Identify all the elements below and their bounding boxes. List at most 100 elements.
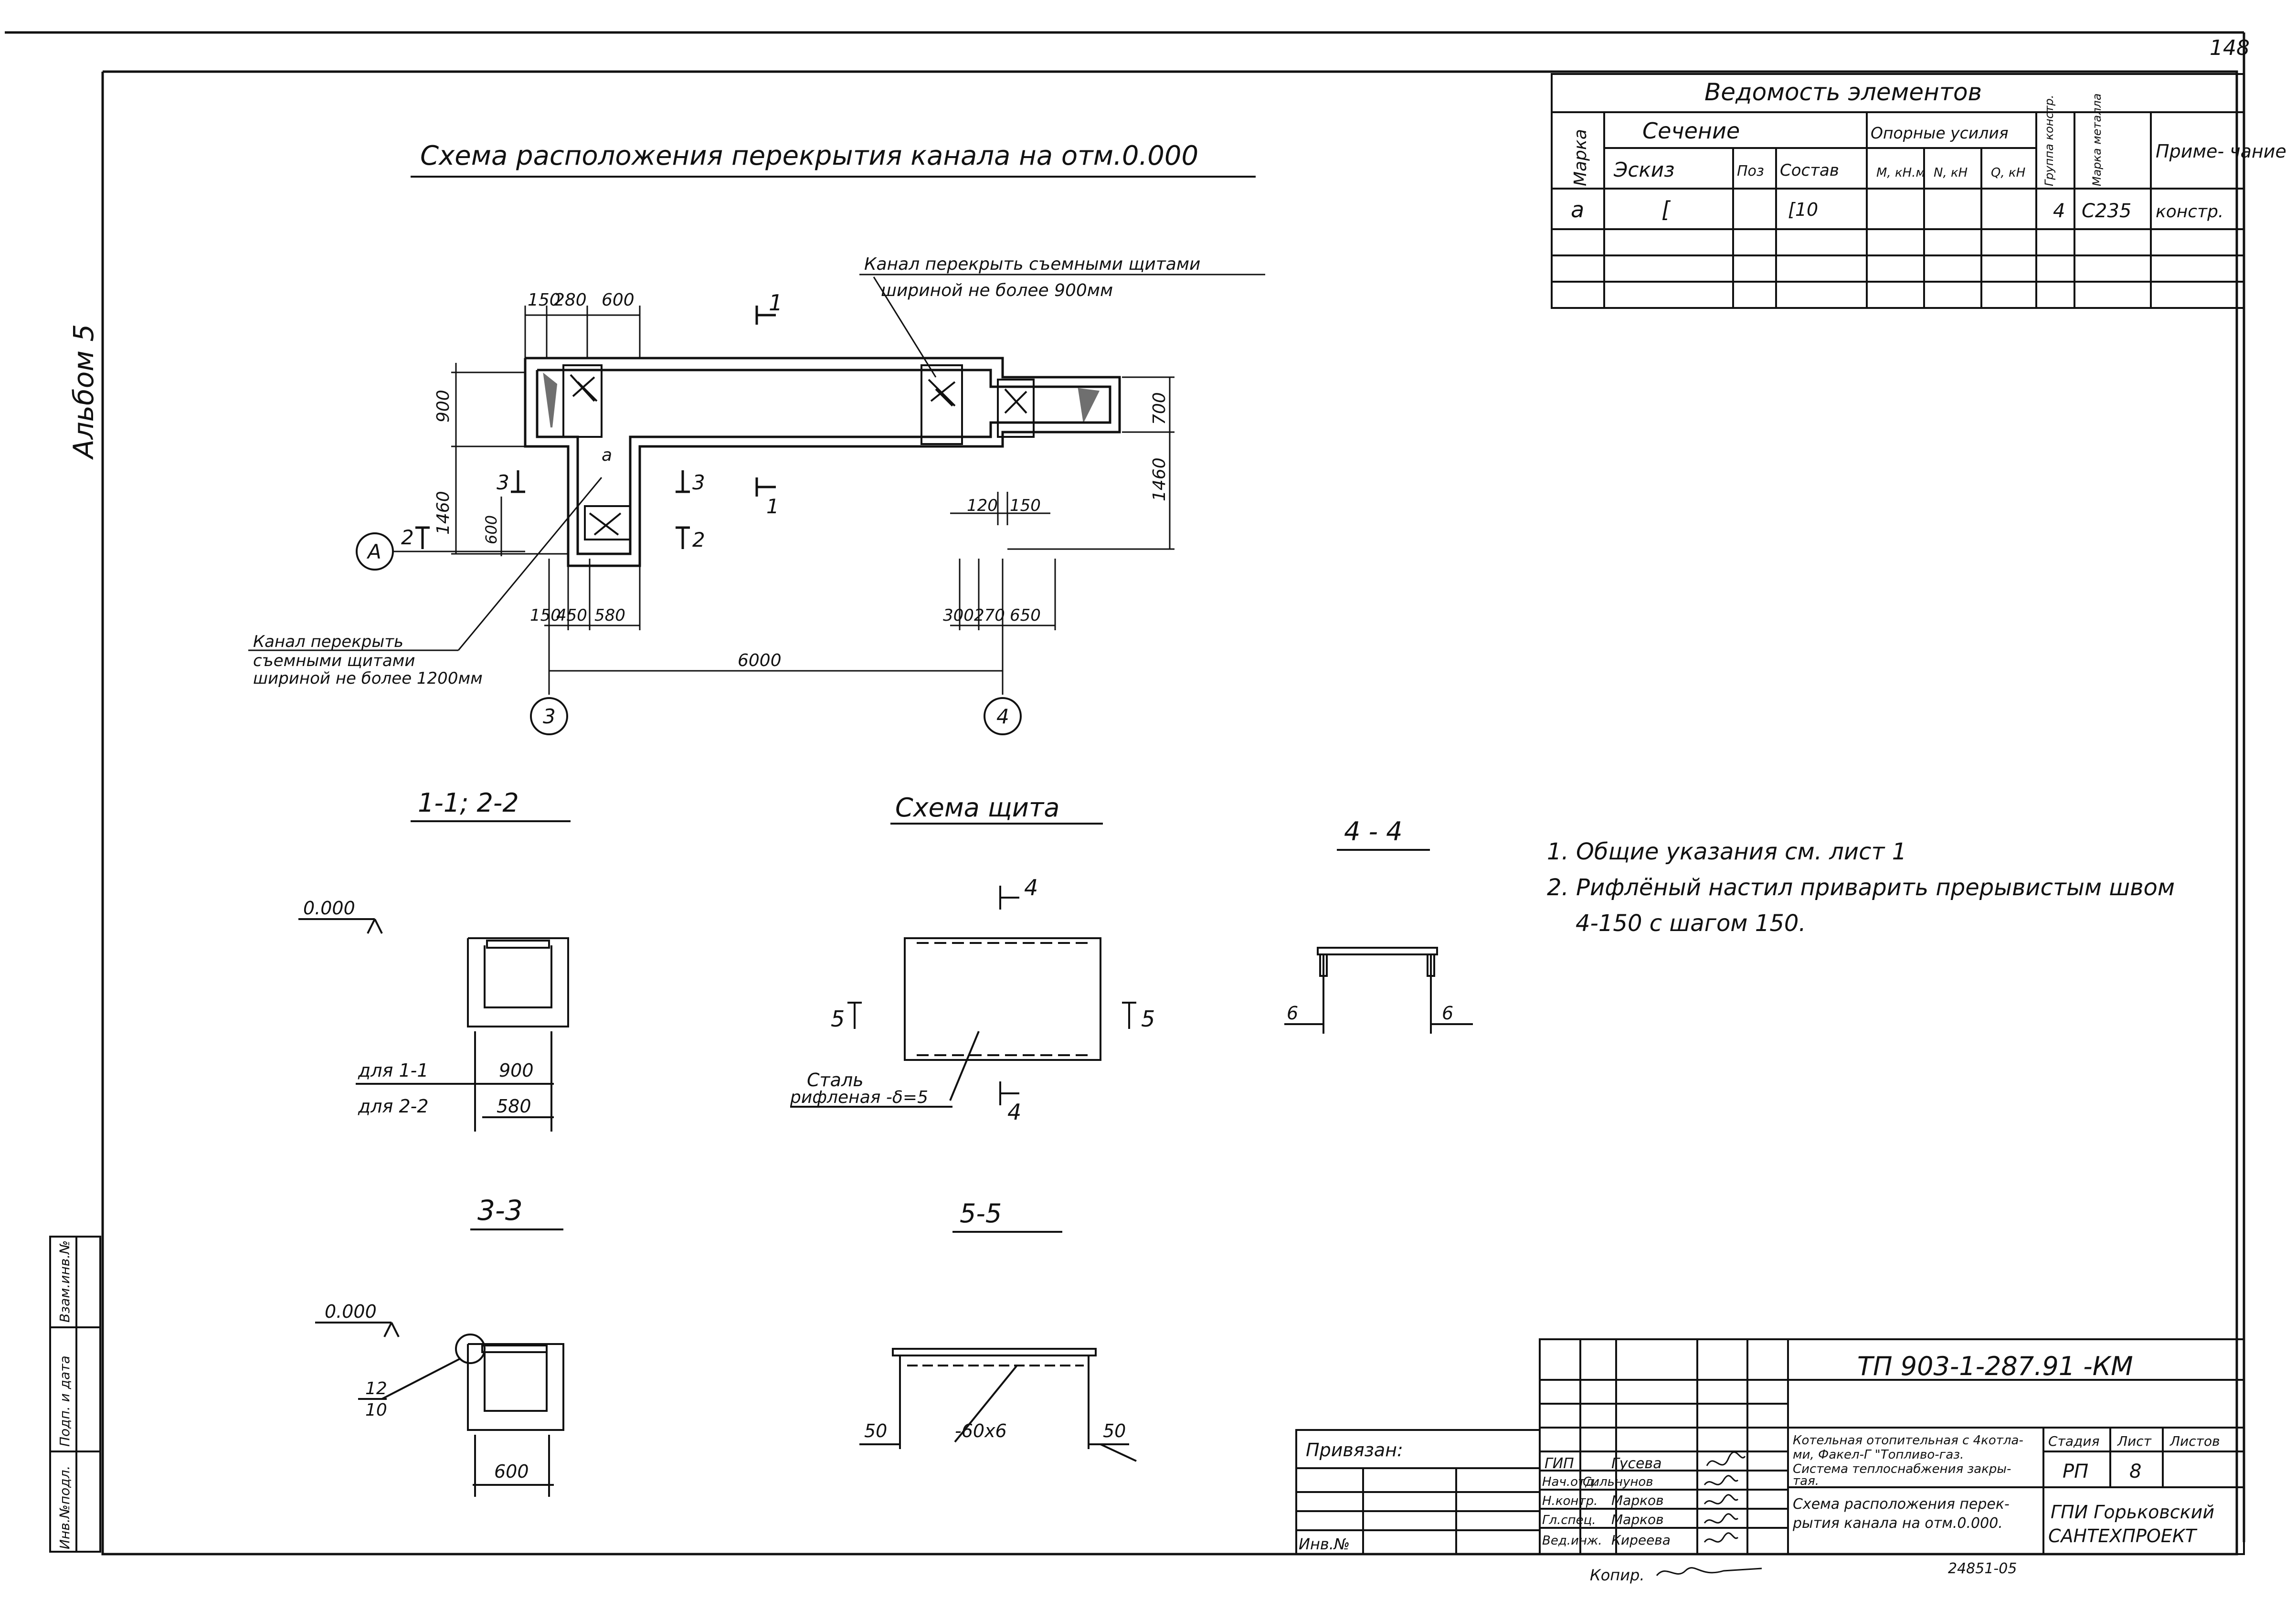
sec-44-right: 6: [1442, 1003, 1453, 1024]
plan-shields: [543, 364, 1100, 540]
margin-stamp-replace: Взам.инв.№: [57, 1240, 73, 1323]
stamp-role-1: Нач.отд.: [1542, 1475, 1598, 1489]
schedule-header-section: Сечение: [1642, 118, 1740, 144]
plan-cut2-left: 2: [401, 526, 414, 549]
schedule-header-compos: Состав: [1780, 161, 1839, 180]
schedule-header-group: Группа констр.: [2042, 95, 2056, 186]
dim-left-900: 900: [434, 390, 453, 423]
schedule-header-n: N, кН: [1934, 166, 1968, 180]
stamp-sheet-2: рытия канала на отм.0.000.: [1792, 1515, 2003, 1532]
note-1: 1. Общие указания см. лист 1: [1547, 838, 1906, 865]
dim-left-600: 600: [482, 515, 500, 544]
dim-right-700: 700: [1150, 392, 1169, 425]
margin-stamp-sign: Подп. и дата: [57, 1355, 73, 1447]
dim-mid-120: 120: [967, 496, 998, 515]
stamp-h-sheets: Листов: [2169, 1433, 2220, 1449]
bottom-copy-signature: [1656, 1567, 1762, 1576]
schedule-row-steel: С235: [2082, 200, 2131, 222]
schedule-row-note: констр.: [2156, 202, 2223, 222]
stamp-code: ТП 903-1-287.91 -КМ: [1857, 1351, 2133, 1381]
stamp-role-4: Вед.инж.: [1542, 1534, 1602, 1548]
dim-top-150: 150: [528, 290, 561, 310]
schedule-header-mark: Марка: [1571, 129, 1590, 186]
sec-33-frac-bottom: 10: [365, 1400, 387, 1420]
sec-33-drawing: [315, 1322, 564, 1497]
bottom-copy: Копир.: [1590, 1566, 1645, 1584]
sec-33-level: 0.000: [325, 1301, 377, 1322]
margin-stamp: [49, 1236, 101, 1553]
schedule-header-steel: Марка металла: [2090, 94, 2104, 186]
sec-33-frac-top: 12: [365, 1379, 387, 1398]
schedule-header-q: Q, кН: [1991, 166, 2025, 180]
schedule-row-mark: а: [1571, 197, 1584, 222]
stamp-role-3: Гл.спец.: [1542, 1513, 1596, 1527]
plan-cut1-top: 1: [769, 290, 783, 316]
stamp-h-sheet: Лист: [2117, 1433, 2152, 1449]
sec-11-22-line1-value: 900: [499, 1060, 534, 1081]
plan-axis-4-bubble: [984, 697, 1022, 735]
plan-element-label: а: [602, 445, 612, 465]
shield-steel-label-2: рифленая -δ=5: [790, 1088, 928, 1107]
stamp-project-1: Котельная отопительная с 4котла-: [1793, 1433, 2023, 1448]
sheet-corner-number: 148: [2210, 36, 2250, 60]
schedule-header-sketch: Эскиз: [1613, 158, 1674, 181]
shield-cut4-top: 4: [1024, 875, 1038, 900]
schedule-row-compos: [10: [1788, 199, 1818, 220]
dim-bot-650: 650: [1010, 606, 1041, 625]
sec-11-22-title: 1-1; 2-2: [418, 788, 519, 818]
plan-callout-left-1: Канал перекрыть: [253, 632, 403, 651]
dim-bot-270: 270: [974, 606, 1005, 625]
schedule-title: Ведомость элементов: [1704, 78, 1982, 106]
dim-mid-150: 150: [1010, 496, 1041, 515]
album-label: Альбом 5: [67, 324, 100, 460]
stamp-sheet-no: 8: [2129, 1461, 2141, 1482]
sec-44-title: 4 - 4: [1344, 816, 1403, 847]
stamp-sheet-1: Схема расположения перек-: [1793, 1496, 2010, 1513]
schedule-table: [1551, 73, 2245, 309]
sec-44-drawing: [1284, 947, 1473, 1034]
sec-55-left: 50: [864, 1420, 887, 1441]
sec-11-22-level: 0.000: [303, 898, 355, 919]
plan-dimension-lines: [451, 306, 1174, 695]
sec-55-right: 50: [1103, 1420, 1126, 1441]
schedule-row-sketch: [: [1661, 197, 1671, 222]
sec-33-title: 3-3: [477, 1194, 523, 1227]
dim-right-1460: 1460: [1150, 457, 1169, 501]
schedule-header-m: M, кН.м: [1876, 166, 1925, 180]
stamp-name-2: Марков: [1611, 1493, 1664, 1508]
plan-axis-4-label: 4: [996, 705, 1009, 728]
dim-span-6000: 6000: [738, 651, 782, 670]
dim-top-600: 600: [602, 290, 635, 310]
stamp-name-3: Марков: [1611, 1512, 1664, 1527]
plan-axis-a-label: А: [366, 540, 381, 563]
plan-channel-outline: [524, 357, 1121, 567]
note-2: 2. Рифлёный настил приварить прерывистым…: [1547, 874, 2175, 901]
stamp-project-2: ми, Факел-Г "Топливо-газ.: [1793, 1448, 1964, 1462]
shield-cut5-left: 5: [831, 1006, 845, 1032]
schedule-row-group: 4: [2053, 200, 2065, 222]
shield-steel-label-1: Сталь: [807, 1069, 864, 1091]
stamp-stage: РП: [2063, 1461, 2088, 1482]
stamp-org-2: САНТЕХПРОЕКТ: [2048, 1525, 2198, 1546]
plan-cut1-mid: 1: [766, 495, 779, 518]
plan-axis-3-bubble: [530, 697, 568, 735]
shield-drawing: [790, 886, 1136, 1108]
sec-11-22-drawing: [298, 918, 569, 1132]
stamp-inv: Инв.№: [1299, 1535, 1350, 1553]
sec-44-left: 6: [1287, 1003, 1298, 1024]
sec-55-drawing: [859, 1348, 1137, 1462]
stamp-signatures: [1703, 1451, 1746, 1543]
sec-55-mid: -60x6: [955, 1420, 1007, 1441]
stamp-role-0: ГИП: [1545, 1455, 1574, 1472]
plan-cut3-right: 3: [692, 471, 705, 494]
schedule-header-note: Приме- чание: [2156, 141, 2286, 162]
shield-cut4-bottom: 4: [1007, 1099, 1021, 1125]
main-title: Схема расположения перекрытия канала на …: [420, 140, 1198, 171]
plan-callout-left-3: шириной не более 1200мм: [253, 669, 483, 688]
schedule-header-forces: Опорные усилия: [1871, 124, 2009, 142]
plan-axis-3-label: 3: [543, 705, 556, 728]
stamp-tied: Привязан:: [1306, 1440, 1403, 1461]
stamp-h-stage: Стадия: [2048, 1433, 2099, 1449]
title-block: [1295, 1338, 2245, 1555]
stamp-name-1: Сильнунов: [1583, 1475, 1653, 1489]
